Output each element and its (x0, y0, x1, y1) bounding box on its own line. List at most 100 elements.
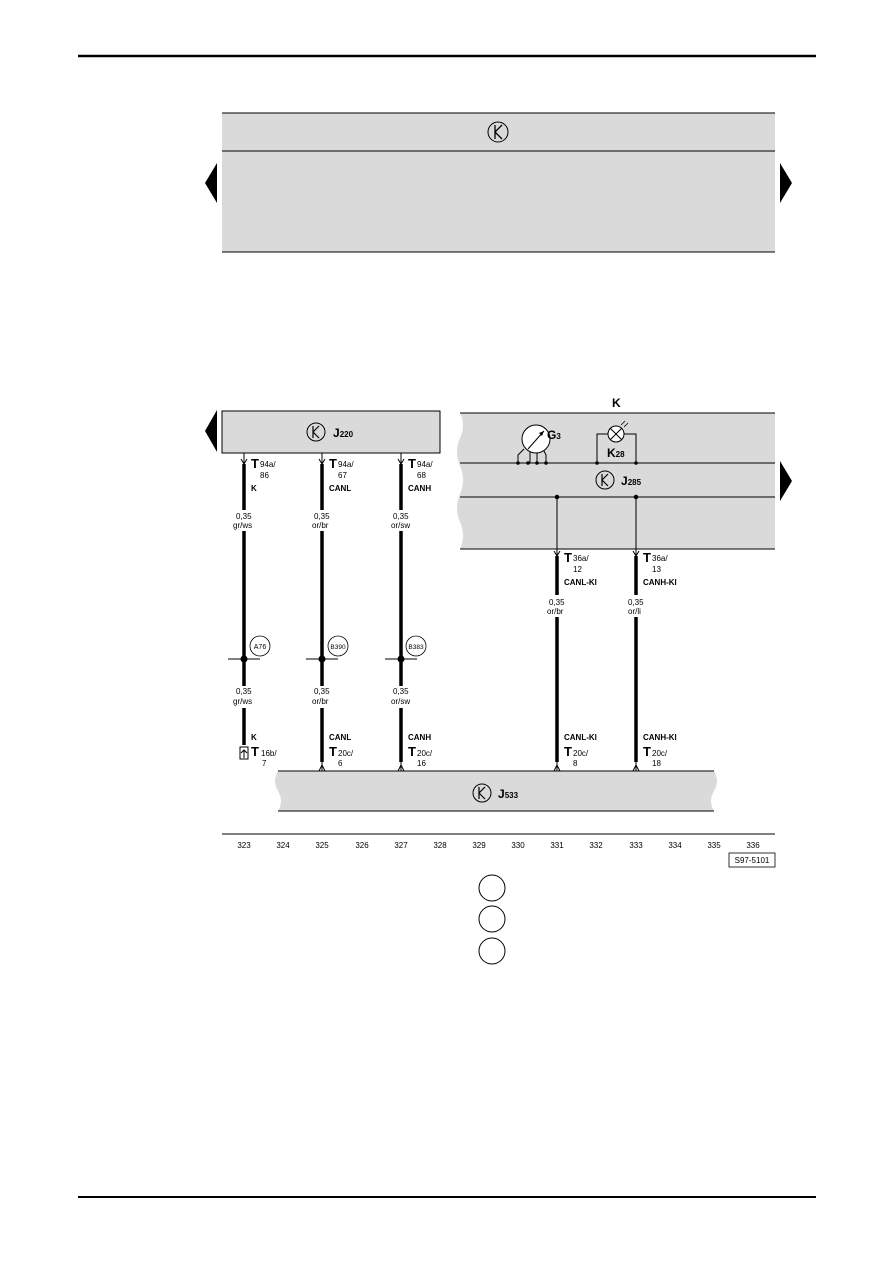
svg-text:335: 335 (707, 841, 721, 850)
svg-text:332: 332 (589, 841, 603, 850)
k-diagnosis-icon (306, 422, 326, 442)
svg-text:336: 336 (746, 841, 760, 850)
j533-label: J533 (498, 787, 519, 801)
svg-text:B390: B390 (330, 644, 346, 651)
connector-housing-icon (239, 746, 249, 760)
arrow-left-icon[interactable] (205, 410, 217, 452)
svg-text:20c/: 20c/ (338, 749, 354, 758)
svg-text:0,35: 0,35 (314, 687, 330, 696)
svg-text:334: 334 (668, 841, 682, 850)
svg-text:94a/: 94a/ (417, 460, 433, 469)
drawing-id-box (728, 852, 776, 868)
svg-text:333: 333 (629, 841, 643, 850)
j533-box (275, 771, 717, 811)
reference-circle (478, 874, 506, 902)
svg-text:T: T (329, 744, 337, 759)
svg-text:T: T (408, 456, 416, 471)
splice-b390: B390 (327, 635, 349, 657)
svg-text:0,35: 0,35 (549, 598, 565, 607)
svg-text:B383: B383 (408, 644, 424, 651)
gauge-icon (516, 424, 551, 465)
g3-label: G3 (547, 428, 561, 442)
svg-text:20c/: 20c/ (417, 749, 433, 758)
svg-text:0,35: 0,35 (314, 512, 330, 521)
reference-circle (478, 905, 506, 933)
svg-text:or/sw: or/sw (391, 697, 410, 706)
wire-canl (306, 453, 338, 772)
splice-a76: A76 (249, 635, 271, 657)
arrow-left-icon[interactable] (205, 163, 217, 203)
k-diagnosis-icon (472, 783, 492, 803)
svg-text:0,35: 0,35 (236, 687, 252, 696)
svg-text:K: K (251, 484, 257, 493)
svg-text:328: 328 (433, 841, 447, 850)
svg-text:T: T (564, 550, 572, 565)
svg-text:7: 7 (262, 759, 267, 768)
svg-text:86: 86 (260, 471, 269, 480)
svg-text:gr/ws: gr/ws (233, 697, 252, 706)
svg-text:94a/: 94a/ (260, 460, 276, 469)
svg-text:6: 6 (338, 759, 343, 768)
svg-text:A76: A76 (254, 644, 267, 651)
wire-canh (385, 453, 417, 772)
k-heading: K (612, 396, 621, 410)
svg-text:CANH: CANH (408, 733, 431, 742)
arrow-right-icon[interactable] (780, 461, 792, 501)
wire-canh-kl (632, 494, 640, 772)
svg-text:CANL-Kl: CANL-Kl (564, 578, 597, 587)
k-diagnosis-icon (595, 470, 615, 490)
j220-box (221, 410, 441, 454)
svg-text:or/br: or/br (547, 607, 564, 616)
scale-numbers: 323 324 325 326 327 328 329 330 331 332 … (237, 841, 760, 850)
svg-text:326: 326 (355, 841, 369, 850)
splice-b383: B383 (405, 635, 427, 657)
svg-text:CANH-Kl: CANH-Kl (643, 578, 677, 587)
k28-label: K28 (607, 446, 625, 460)
warning-lamp-icon (595, 420, 638, 465)
svg-text:36a/: 36a/ (573, 554, 589, 563)
svg-text:T: T (408, 744, 416, 759)
svg-text:0,35: 0,35 (236, 512, 252, 521)
svg-text:325: 325 (315, 841, 329, 850)
svg-text:T: T (643, 744, 651, 759)
svg-text:8: 8 (573, 759, 578, 768)
svg-text:330: 330 (511, 841, 525, 850)
svg-text:16b/: 16b/ (261, 749, 277, 758)
svg-text:T: T (564, 744, 572, 759)
svg-text:or/sw: or/sw (391, 521, 410, 530)
svg-text:gr/ws: gr/ws (233, 521, 252, 530)
svg-text:0,35: 0,35 (628, 598, 644, 607)
svg-text:T: T (643, 550, 651, 565)
svg-text:or/br: or/br (312, 521, 329, 530)
j220-label: J220 (333, 426, 354, 440)
top-unit-header (222, 113, 775, 151)
svg-text:CANL-Kl: CANL-Kl (564, 733, 597, 742)
svg-text:67: 67 (338, 471, 347, 480)
svg-text:CANL: CANL (329, 733, 351, 742)
wire-canl-kl (553, 494, 561, 772)
wire-k (228, 453, 260, 745)
svg-text:K: K (251, 733, 257, 742)
svg-text:T: T (329, 456, 337, 471)
arrow-right-icon[interactable] (780, 163, 792, 203)
svg-text:16: 16 (417, 759, 426, 768)
svg-text:324: 324 (276, 841, 290, 850)
svg-text:or/li: or/li (628, 607, 641, 616)
svg-text:12: 12 (573, 565, 582, 574)
svg-text:36a/: 36a/ (652, 554, 668, 563)
svg-text:CANL: CANL (329, 484, 351, 493)
svg-text:20c/: 20c/ (652, 749, 668, 758)
reference-circle (478, 937, 506, 965)
svg-text:T: T (251, 744, 259, 759)
drawing-id: S97-5101 (735, 856, 770, 865)
svg-text:20c/: 20c/ (573, 749, 589, 758)
svg-text:CANH: CANH (408, 484, 431, 493)
svg-text:or/br: or/br (312, 697, 329, 706)
svg-text:331: 331 (550, 841, 564, 850)
svg-text:68: 68 (417, 471, 426, 480)
svg-text:329: 329 (472, 841, 486, 850)
k-diagnosis-icon (487, 121, 509, 143)
svg-text:13: 13 (652, 565, 661, 574)
svg-text:327: 327 (394, 841, 408, 850)
